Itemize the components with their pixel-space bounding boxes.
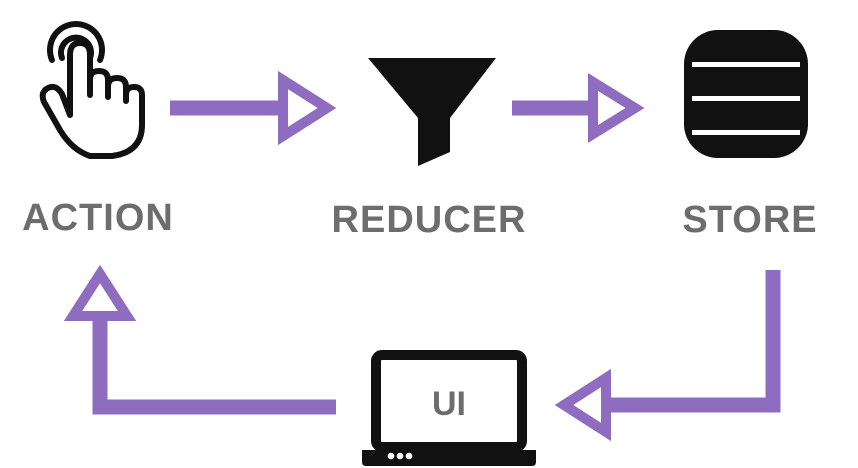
arrow-action-to-reducer	[170, 70, 337, 146]
pointer-hand-tap-icon	[39, 21, 145, 159]
arrow-reducer-to-store	[512, 73, 645, 143]
arrow-store-to-ui	[554, 270, 781, 442]
funnel-filter-icon	[368, 58, 496, 166]
arrow-ui-to-action	[63, 264, 336, 415]
database-icon	[684, 30, 808, 158]
ui-label: UI	[432, 385, 466, 423]
action-label: ACTION	[22, 197, 174, 239]
reducer-label: REDUCER	[332, 199, 527, 241]
laptop-icon	[362, 350, 536, 466]
store-label: STORE	[682, 199, 817, 241]
